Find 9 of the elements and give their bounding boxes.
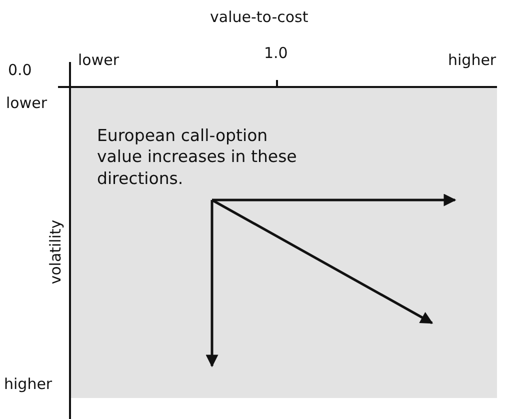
- origin-label: 0.0: [8, 61, 32, 79]
- axis-title: volatility: [46, 220, 64, 284]
- axis-end-label: lower: [6, 94, 48, 112]
- axis-title: value-to-cost: [210, 8, 308, 26]
- annotation-text: European call-option value increases in these directions.: [97, 125, 298, 190]
- axis-end-label: higher: [448, 51, 496, 69]
- tick-label: 1.0: [264, 44, 288, 62]
- axis-end-label: lower: [78, 51, 120, 69]
- axis-end-label: higher: [4, 375, 52, 393]
